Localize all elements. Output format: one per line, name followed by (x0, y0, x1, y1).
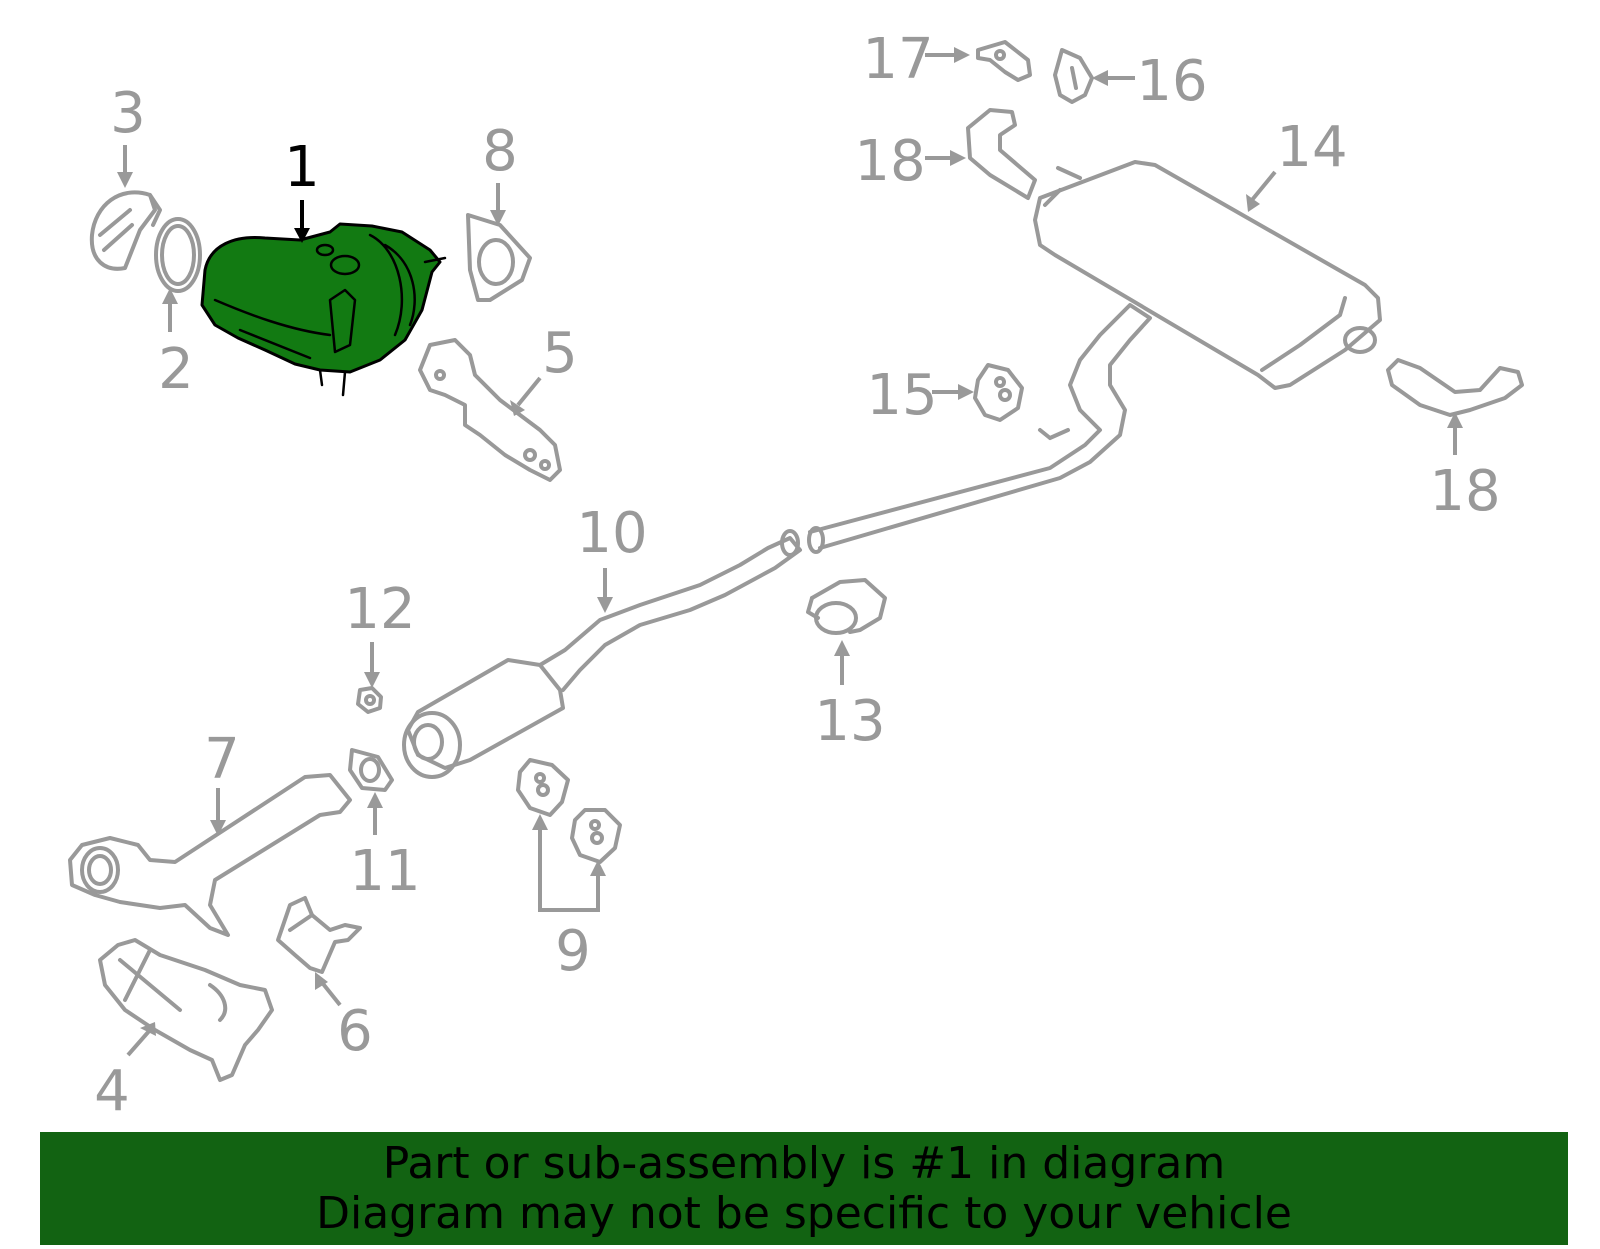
callout-1[interactable]: 1 (284, 135, 320, 200)
callout-8[interactable]: 8 (482, 119, 518, 184)
callout-11[interactable]: 11 (349, 839, 420, 904)
part-15-hanger[interactable] (973, 363, 1024, 422)
part-17-bracket[interactable] (976, 40, 1032, 82)
part-3-clamp[interactable] (89, 190, 162, 271)
callout-3[interactable]: 3 (110, 81, 146, 146)
part-16-hanger[interactable] (1053, 48, 1094, 104)
callout-labels: 1 2 3 4 5 6 7 8 9 10 11 12 13 14 15 16 1… (94, 27, 1500, 1124)
callout-4[interactable]: 4 (94, 1059, 130, 1124)
part-6-bracket[interactable] (276, 896, 362, 974)
part-4-heat-shield[interactable] (98, 938, 274, 1082)
part-18-tailpipe-lower[interactable] (1386, 358, 1524, 417)
callout-14[interactable]: 14 (1276, 115, 1347, 180)
part-1-catalytic-converter[interactable] (200, 222, 447, 397)
callout-5[interactable]: 5 (542, 321, 578, 386)
part-12-nut[interactable] (356, 686, 383, 714)
callout-17[interactable]: 17 (862, 27, 933, 92)
part-9-hanger-right[interactable] (570, 808, 622, 864)
callout-10[interactable]: 10 (576, 501, 647, 566)
part-9-hanger-left[interactable] (516, 758, 570, 817)
part-10-intermediate-pipe[interactable] (402, 303, 1152, 779)
callout-12[interactable]: 12 (344, 577, 415, 642)
banner-line-1: Part or sub-assembly is #1 in diagram (382, 1137, 1226, 1189)
callout-arrows (117, 47, 1463, 1057)
callout-6[interactable]: 6 (337, 999, 373, 1064)
callout-15[interactable]: 15 (866, 363, 937, 428)
callout-16[interactable]: 16 (1136, 49, 1207, 114)
callout-13[interactable]: 13 (814, 689, 885, 754)
part-7-front-pipe[interactable] (68, 773, 352, 937)
part-2-gasket[interactable] (154, 217, 202, 293)
callout-7[interactable]: 7 (204, 727, 240, 792)
part-18-tailpipe-upper[interactable] (966, 108, 1037, 200)
callout-2[interactable]: 2 (158, 337, 194, 402)
callout-18-lower[interactable]: 18 (1429, 459, 1500, 524)
info-banner: Part or sub-assembly is #1 in diagram Di… (40, 1132, 1568, 1245)
part-11-gasket[interactable] (348, 748, 394, 792)
part-5-bracket[interactable] (418, 338, 562, 482)
callout-18-upper[interactable]: 18 (854, 129, 925, 194)
part-13-exhaust-tip[interactable] (806, 578, 887, 635)
callout-9[interactable]: 9 (555, 919, 591, 984)
banner-line-2: Diagram may not be specific to your vehi… (316, 1187, 1292, 1239)
part-8-flange-gasket[interactable] (466, 213, 532, 302)
part-14-muffler[interactable] (1033, 160, 1382, 390)
